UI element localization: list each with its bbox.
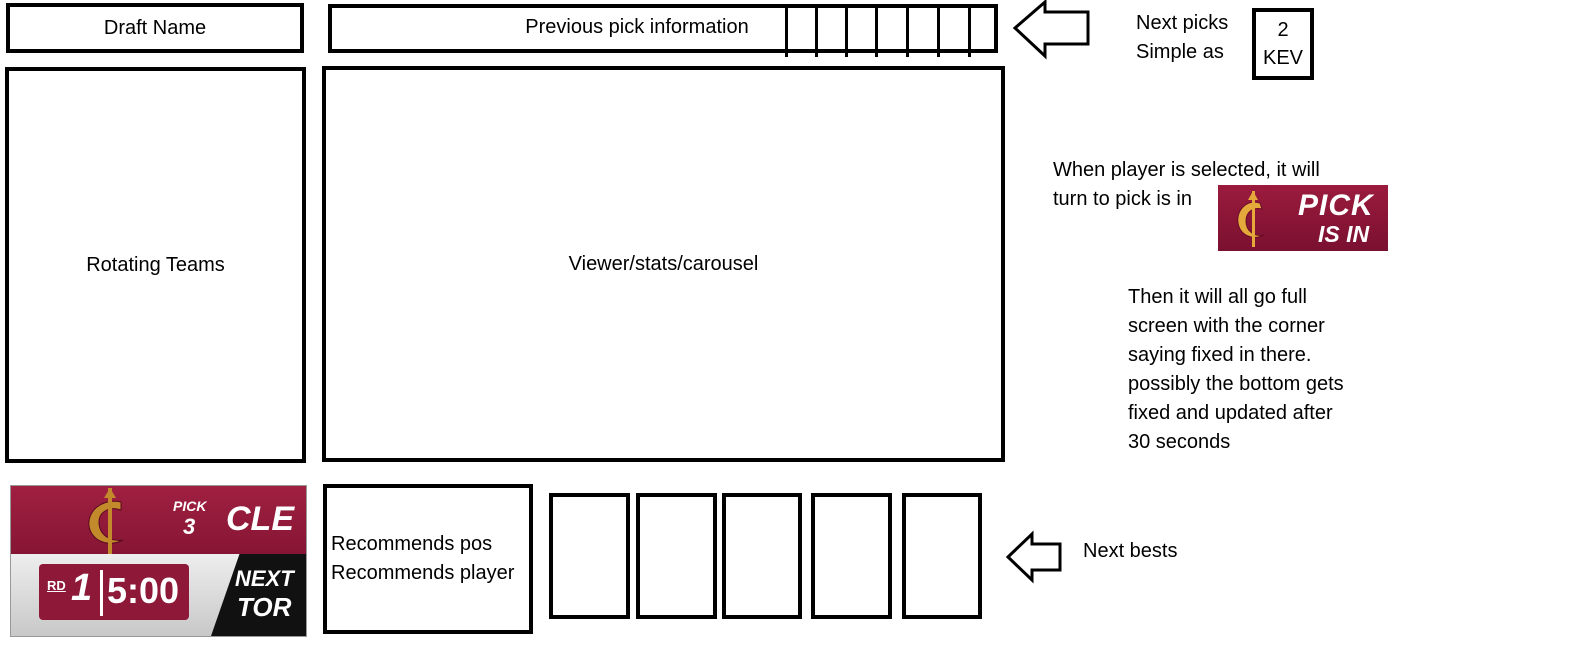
recommends-text: Recommends pos Recommends player [331,533,515,584]
viewer-panel: Viewer/stats/carousel [322,66,1005,462]
rotating-teams-label: Rotating Teams [86,253,225,276]
next-best-card [549,493,630,619]
scorebug-pick-number: 3 [183,514,196,539]
pick-is-in-line2: IS IN [1318,221,1370,247]
draft-scorebug: PICK 3 CLE RD 1 5:00 NEXT TOR [10,485,307,637]
next-picks-team: KEV [1262,47,1304,69]
draft-name-box: Draft Name [6,3,304,53]
pick-is-in-badge: PICK IS IN [1218,185,1388,251]
scorebug-separator [100,570,103,616]
previous-pick-slot [968,4,971,57]
previous-pick-slot [785,4,788,57]
previous-pick-slot [875,4,878,57]
next-best-card [811,493,892,619]
next-bests-label: Next bests [1083,540,1178,562]
note-fullscreen: Then it will all go full screen with the… [1128,286,1344,453]
scorebug-clock: 5:00 [107,570,180,611]
cavaliers-logo-icon [88,488,124,554]
next-picks-number: 2 [1277,19,1289,41]
scorebug-top-band [11,486,306,554]
pick-is-in-line1: PICK [1298,189,1374,222]
recommends-panel: Recommends pos Recommends player [323,484,533,634]
note-player-selected: When player is selected, it will turn to… [1053,159,1320,210]
next-best-card [722,493,802,619]
scorebug-round-number: 1 [71,567,93,609]
left-arrow-icon [1005,530,1062,584]
rotating-teams-panel: Rotating Teams [5,67,306,463]
scorebug-clock-panel [39,564,189,620]
scorebug-round-label: RD [47,578,66,593]
previous-pick-slot [937,4,940,57]
scorebug-next-label: NEXT [235,566,294,591]
previous-pick-slot [845,4,848,57]
left-arrow-icon [1012,0,1090,60]
scorebug-pick-word: PICK [173,498,207,514]
previous-pick-slot [815,4,818,57]
next-picks-box: 2 KEV [1252,8,1314,80]
previous-pick-label: Previous pick information [525,16,749,38]
previous-pick-bar: Previous pick information [328,4,998,57]
viewer-label: Viewer/stats/carousel [568,252,759,275]
next-picks-text: Next picks Simple as [1136,12,1229,63]
previous-pick-slot [906,4,909,57]
next-best-card [902,493,982,619]
next-best-card [636,493,717,619]
scorebug-next-team: TOR [237,592,292,622]
draft-name-label: Draft Name [103,16,207,39]
cavaliers-logo-icon [1237,191,1265,247]
scorebug-team: CLE [226,500,294,538]
